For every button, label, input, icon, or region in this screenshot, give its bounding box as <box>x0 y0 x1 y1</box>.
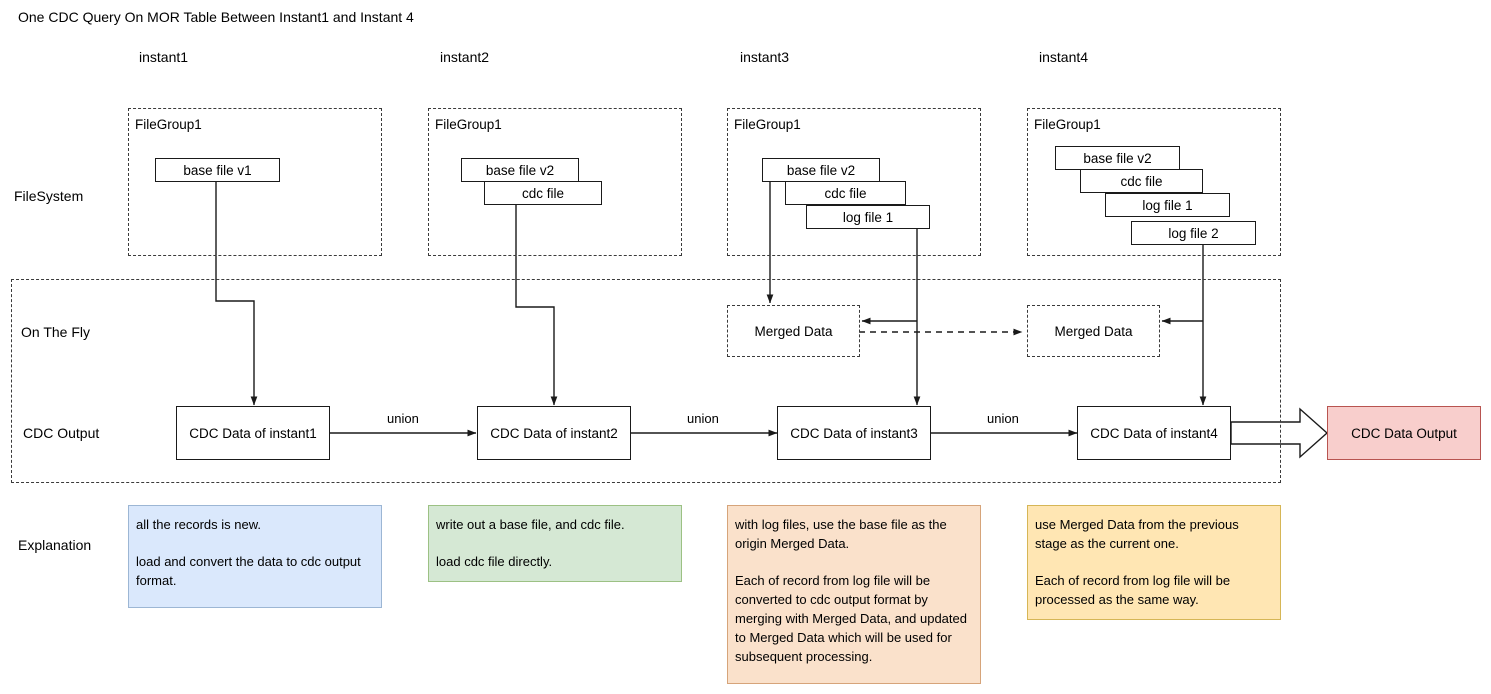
filegroup-label: FileGroup1 <box>135 117 202 132</box>
explanation-note-instant2: write out a base file, and cdc file. loa… <box>428 505 682 582</box>
cdc-node-instant2[interactable]: CDC Data of instant2 <box>477 406 631 460</box>
cdc-data-output-box[interactable]: CDC Data Output <box>1327 406 1481 460</box>
row-label-explanation: Explanation <box>18 537 92 553</box>
filegroup-box-instant2: FileGroup1 <box>428 108 682 256</box>
column-header-instant2: instant2 <box>440 49 490 65</box>
file-box-cdc-file-i2[interactable]: cdc file <box>484 181 602 205</box>
file-box-base-file-v2-i4[interactable]: base file v2 <box>1055 146 1180 170</box>
cdc-node-instant1[interactable]: CDC Data of instant1 <box>176 406 330 460</box>
file-box-base-file-v1[interactable]: base file v1 <box>155 158 280 182</box>
explanation-note-instant1: all the records is new. load and convert… <box>128 505 382 608</box>
filegroup-label: FileGroup1 <box>435 117 502 132</box>
explanation-paragraph: with log files, use the base file as the… <box>735 517 947 551</box>
filegroup-box-instant4: FileGroup1 <box>1027 108 1281 256</box>
explanation-paragraph: write out a base file, and cdc file. <box>436 517 625 532</box>
explanation-paragraph: load and convert the data to cdc output … <box>136 554 361 588</box>
pipeline-container <box>11 279 1281 483</box>
file-box-cdc-file-i3[interactable]: cdc file <box>785 181 906 205</box>
column-header-instant3: instant3 <box>740 49 790 65</box>
explanation-paragraph: Each of record from log file will be con… <box>735 573 967 664</box>
file-box-base-file-v2-i3[interactable]: base file v2 <box>762 158 880 182</box>
file-box-log-file-1-i4[interactable]: log file 1 <box>1105 193 1230 217</box>
explanation-paragraph: Each of record from log file will be pro… <box>1035 573 1231 607</box>
column-header-instant1: instant1 <box>139 49 189 65</box>
filegroup-box-instant1: FileGroup1 <box>128 108 382 256</box>
file-box-log-file-1-i3[interactable]: log file 1 <box>806 205 930 229</box>
explanation-paragraph: load cdc file directly. <box>436 554 553 569</box>
explanation-paragraph: all the records is new. <box>136 517 262 532</box>
cdc-node-instant4[interactable]: CDC Data of instant4 <box>1077 406 1231 460</box>
explanation-paragraph: use Merged Data from the previous stage … <box>1035 517 1239 551</box>
union-label-2: union <box>685 411 721 426</box>
union-label-3: union <box>985 411 1021 426</box>
filegroup-label: FileGroup1 <box>734 117 801 132</box>
merged-data-box-instant3[interactable]: Merged Data <box>727 305 860 357</box>
row-label-on-the-fly: On The Fly <box>21 324 90 340</box>
explanation-note-instant4: use Merged Data from the previous stage … <box>1027 505 1281 620</box>
cdc-node-instant3[interactable]: CDC Data of instant3 <box>777 406 931 460</box>
column-header-instant4: instant4 <box>1039 49 1089 65</box>
file-box-base-file-v2-i2[interactable]: base file v2 <box>461 158 579 182</box>
file-box-log-file-2-i4[interactable]: log file 2 <box>1131 221 1256 245</box>
filegroup-label: FileGroup1 <box>1034 117 1101 132</box>
row-label-filesystem: FileSystem <box>14 188 84 204</box>
row-label-cdc-output: CDC Output <box>23 425 100 441</box>
union-label-1: union <box>385 411 421 426</box>
merged-data-box-instant4[interactable]: Merged Data <box>1027 305 1160 357</box>
diagram-title: One CDC Query On MOR Table Between Insta… <box>18 9 414 25</box>
explanation-note-instant3: with log files, use the base file as the… <box>727 505 981 684</box>
file-box-cdc-file-i4[interactable]: cdc file <box>1080 169 1203 193</box>
filegroup-box-instant3: FileGroup1 <box>727 108 981 256</box>
